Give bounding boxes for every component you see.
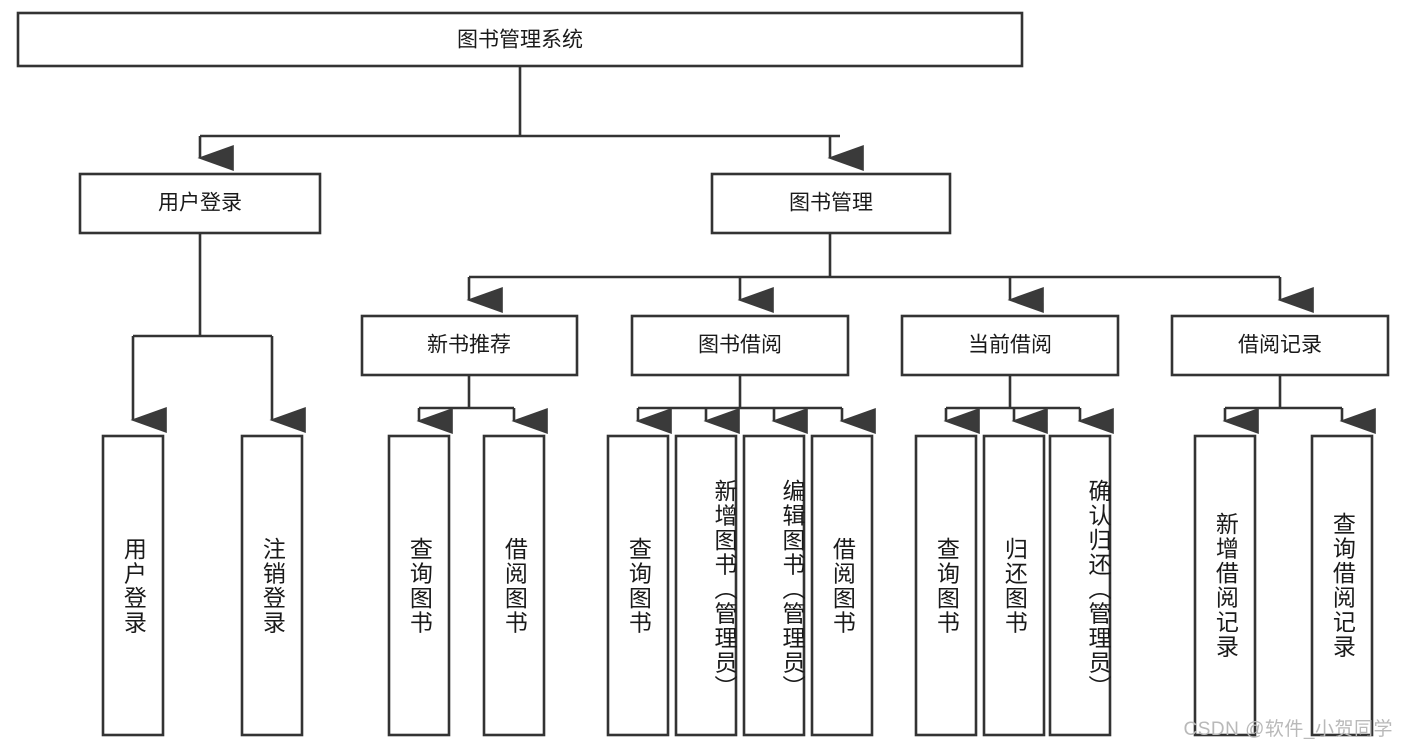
connector-newbook-to-leaves: [416, 375, 548, 434]
leaf-box-logout[interactable]: [240, 434, 304, 737]
connector-records-to-leaves: [1222, 375, 1376, 434]
connector-root-to-level2: [197, 66, 864, 171]
watermark: CSDN @软件_小贺同学: [1183, 719, 1393, 740]
leaf-box-confirm-return[interactable]: [1048, 434, 1112, 737]
node-root-label: 图书管理系统: [457, 29, 583, 52]
leaf-box-query-book-1[interactable]: [387, 434, 451, 737]
leaf-box-borrow-book-1[interactable]: [482, 434, 546, 737]
connector-borrow-to-leaves: [635, 375, 876, 434]
node-book-management-label: 图书管理: [789, 192, 873, 215]
node-user-login-label: 用户登录: [158, 192, 242, 215]
leaf-box-user-login[interactable]: [101, 434, 165, 737]
node-root[interactable]: 图书管理系统: [16, 11, 1024, 68]
node-borrow-records[interactable]: 借阅记录: [1170, 314, 1390, 377]
node-borrow-records-label: 借阅记录: [1238, 334, 1322, 357]
leaf-box-query-record[interactable]: [1310, 434, 1374, 737]
leaf-box-query-book-2[interactable]: [606, 434, 670, 737]
node-current-borrow[interactable]: 当前借阅: [900, 314, 1120, 377]
node-book-borrow-label: 图书借阅: [698, 334, 782, 357]
leaf-box-edit-book[interactable]: [742, 434, 806, 737]
leaf-box-borrow-book-2[interactable]: [810, 434, 874, 737]
leaf-box-return-book[interactable]: [982, 434, 1046, 737]
connector-bookmgmt-to-level3: [466, 233, 1314, 313]
leaf-box-add-record[interactable]: [1193, 434, 1257, 737]
leaf-box-query-book-3[interactable]: [914, 434, 978, 737]
node-new-book-recommend[interactable]: 新书推荐: [360, 314, 579, 377]
node-current-borrow-label: 当前借阅: [968, 334, 1052, 357]
node-user-login[interactable]: 用户登录: [78, 172, 322, 235]
leaf-box-add-book[interactable]: [674, 434, 738, 737]
connector-current-to-leaves: [943, 375, 1114, 434]
node-new-book-recommend-label: 新书推荐: [427, 334, 511, 357]
node-book-borrow[interactable]: 图书借阅: [630, 314, 850, 377]
connector-userlogin-to-leaves: [130, 233, 306, 433]
node-book-management[interactable]: 图书管理: [710, 172, 952, 235]
